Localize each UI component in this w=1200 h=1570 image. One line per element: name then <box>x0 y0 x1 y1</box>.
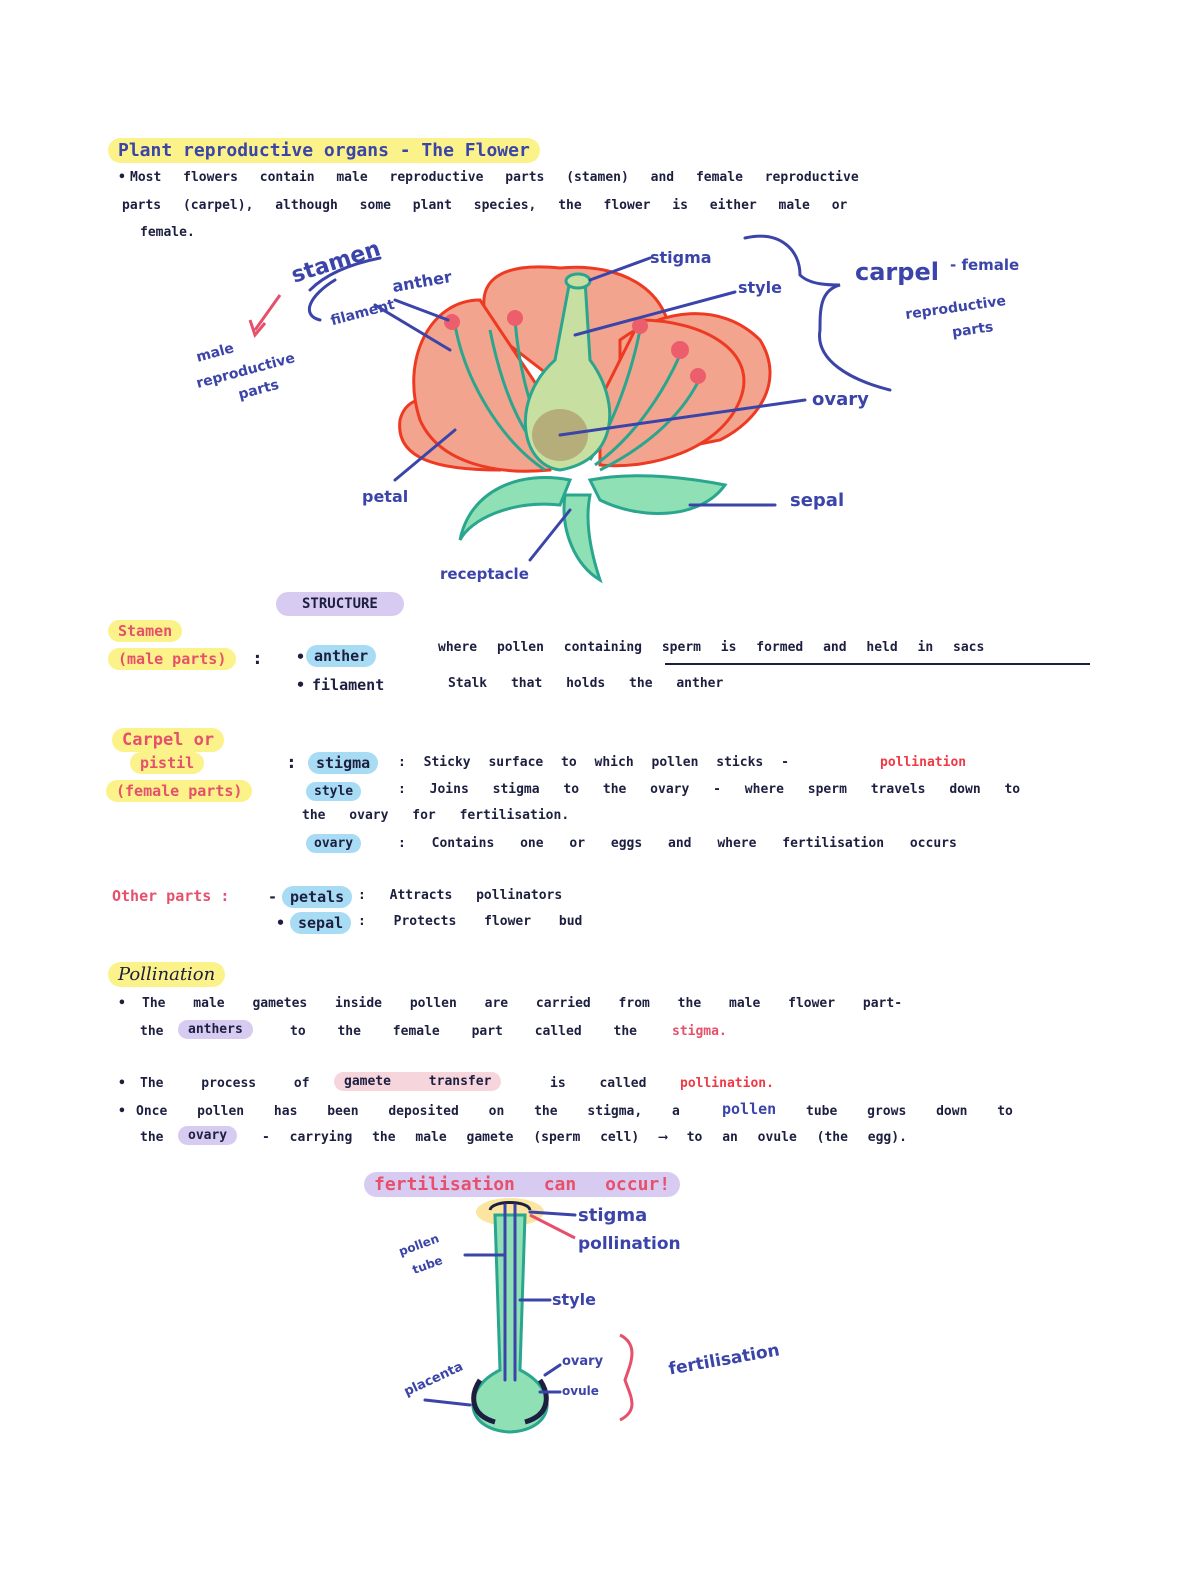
stigma-desc: : Sticky surface to which pollen sticks … <box>398 755 789 770</box>
filament-desc: Stalk that holds the anther <box>448 676 723 691</box>
stamen-subtitle: (male parts) <box>108 648 236 670</box>
anther-bullet: • <box>296 648 305 666</box>
label-stigma: stigma <box>650 248 712 267</box>
label-receptacle: receptacle <box>440 565 529 583</box>
p1-anthers: anthers <box>178 1020 253 1039</box>
other-parts-title: Other parts : <box>112 887 229 905</box>
label2-pollination: pollination <box>578 1234 681 1254</box>
p3-b: tube grows down to <box>806 1104 1013 1119</box>
label-carpel-female: - female <box>950 256 1019 274</box>
style-desc-2: the ovary for fertilisation. <box>302 808 569 823</box>
sepal-bullet: • <box>276 914 285 932</box>
stamen-colon: : <box>252 648 263 669</box>
anther-desc: where pollen containing sperm is formed … <box>438 640 984 655</box>
label-petal: petal <box>362 487 408 506</box>
p3-bullet: • <box>118 1104 126 1119</box>
p1-line-2b: to the female part called the <box>290 1024 637 1039</box>
sepal-term: sepal <box>290 912 351 934</box>
filament-term: filament <box>312 676 384 694</box>
label2-ovary: ovary <box>562 1354 603 1369</box>
p1-line-2a: the <box>140 1024 163 1039</box>
label-ovary: ovary <box>812 389 869 410</box>
p2-bullet: • <box>118 1076 126 1091</box>
petals-desc: : Attracts pollinators <box>358 888 562 903</box>
ovary-term: ovary <box>306 834 361 853</box>
stigma-term: stigma <box>308 752 378 774</box>
p2-gamete-transfer: gamete transfer <box>334 1072 501 1091</box>
p1-line-1: The male gametes inside pollen are carri… <box>142 996 902 1011</box>
p2-a: The process of <box>140 1076 310 1091</box>
label2-stigma: stigma <box>578 1205 647 1226</box>
style-term: style <box>306 782 361 801</box>
sepal-desc: : Protects flower bud <box>358 914 582 929</box>
filament-bullet: • <box>296 676 305 694</box>
p2-pollination: pollination. <box>680 1076 774 1091</box>
fertilisation-heading: fertilisation can occur! <box>364 1172 680 1197</box>
pollination-title: Pollination <box>108 962 225 987</box>
stamen-title: Stamen <box>108 620 182 642</box>
label2-style: style <box>552 1290 596 1309</box>
carpel-title: Carpel or <box>112 728 224 752</box>
p1-bullet: • <box>118 996 126 1011</box>
p1-stigma: stigma. <box>672 1024 727 1039</box>
p3-a: Once pollen has been deposited on the st… <box>136 1104 680 1119</box>
petals-bullet: - <box>268 888 277 906</box>
label2-ovule: ovule <box>562 1384 599 1398</box>
label-sepal: sepal <box>790 490 844 511</box>
p3-line-2b: - carrying the male gamete (sperm cell) … <box>262 1130 907 1145</box>
p3-pollen: pollen <box>722 1100 776 1118</box>
label-carpel: carpel <box>855 258 939 286</box>
p3-line-2a: the <box>140 1130 163 1145</box>
carpel-title-2: pistil <box>130 752 204 774</box>
carpel-colon: : <box>286 752 297 773</box>
p3-ovary: ovary <box>178 1126 237 1145</box>
style-desc: : Joins stigma to the ovary - where sper… <box>398 782 1020 797</box>
carpel-subtitle: (female parts) <box>106 780 252 802</box>
structure-heading: STRUCTURE <box>276 592 404 616</box>
anther-term: anther <box>306 645 376 667</box>
label-style: style <box>738 278 782 297</box>
stigma-highlight: pollination <box>880 755 966 770</box>
p2-b: is called <box>550 1076 646 1091</box>
petals-term: petals <box>282 886 352 908</box>
ovary-desc: : Contains one or eggs and where fertili… <box>398 836 957 851</box>
